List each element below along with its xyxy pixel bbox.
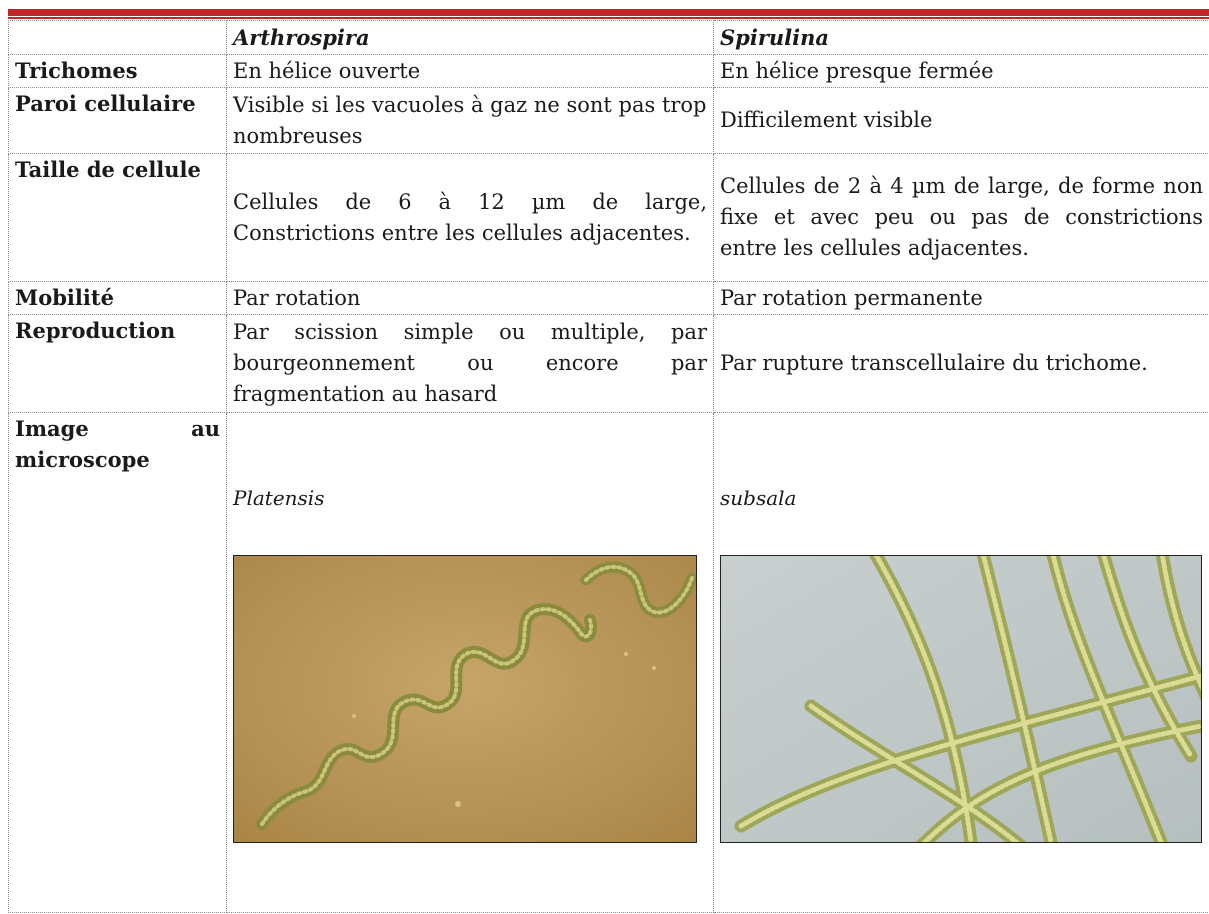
cell-spirulina-mobilite: Par rotation permanente bbox=[713, 281, 1209, 315]
micrograph-subsala-image bbox=[721, 555, 1201, 842]
top-rule bbox=[8, 9, 1209, 16]
cell-arthrospira-reproduction: Par scission simple ou multiple, par bou… bbox=[226, 314, 714, 413]
micrograph-platensis-image bbox=[234, 555, 696, 842]
cell-arthrospira-trichomes: En hélice ouverte bbox=[226, 54, 714, 88]
comparison-table: Arthrospira Spirulina Trichomes En hélic… bbox=[8, 20, 1209, 913]
row-label-image: Image au microscope bbox=[8, 412, 227, 913]
cell-spirulina-image: subsala bbox=[713, 412, 1209, 913]
cell-arthrospira-paroi: Visible si les vacuoles à gaz ne sont pa… bbox=[226, 87, 714, 154]
cell-spirulina-taille: Cellules de 2 à 4 µm de large, de forme … bbox=[713, 153, 1209, 282]
cell-spirulina-reproduction: Par rupture transcellulaire du trichome. bbox=[713, 314, 1209, 413]
table-row: Paroi cellulaire Visible si les vacuoles… bbox=[8, 87, 1209, 154]
table-row: Mobilité Par rotation Par rotation perma… bbox=[8, 281, 1209, 315]
row-label-trichomes: Trichomes bbox=[8, 54, 227, 88]
table-row: Taille de cellule Cellules de 6 à 12 µm … bbox=[8, 153, 1209, 282]
caption-platensis: Platensis bbox=[233, 485, 325, 510]
caption-subsala: subsala bbox=[720, 485, 797, 510]
header-arthrospira: Arthrospira bbox=[226, 20, 714, 55]
cell-arthrospira-taille: Cellules de 6 à 12 µm de large, Constric… bbox=[226, 153, 714, 282]
row-label-taille: Taille de cellule bbox=[8, 153, 227, 282]
cell-spirulina-trichomes: En hélice presque fermée bbox=[713, 54, 1209, 88]
cell-arthrospira-mobilite: Par rotation bbox=[226, 281, 714, 315]
header-spirulina: Spirulina bbox=[713, 20, 1209, 55]
cell-spirulina-paroi: Difficilement visible bbox=[713, 87, 1209, 154]
row-label-mobilite: Mobilité bbox=[8, 281, 227, 315]
table-row: Trichomes En hélice ouverte En hélice pr… bbox=[8, 54, 1209, 88]
table-row: Reproduction Par scission simple ou mult… bbox=[8, 314, 1209, 413]
top-rule-thin bbox=[8, 17, 1209, 19]
row-label-reproduction: Reproduction bbox=[8, 314, 227, 413]
table-row-images: Image au microscope Platensis bbox=[8, 412, 1209, 913]
header-corner bbox=[8, 20, 227, 55]
table-header-row: Arthrospira Spirulina bbox=[8, 20, 1209, 55]
micrograph-platensis bbox=[233, 554, 697, 843]
row-label-paroi: Paroi cellulaire bbox=[8, 87, 227, 154]
cell-arthrospira-image: Platensis bbox=[226, 412, 714, 913]
micrograph-subsala bbox=[720, 554, 1202, 843]
